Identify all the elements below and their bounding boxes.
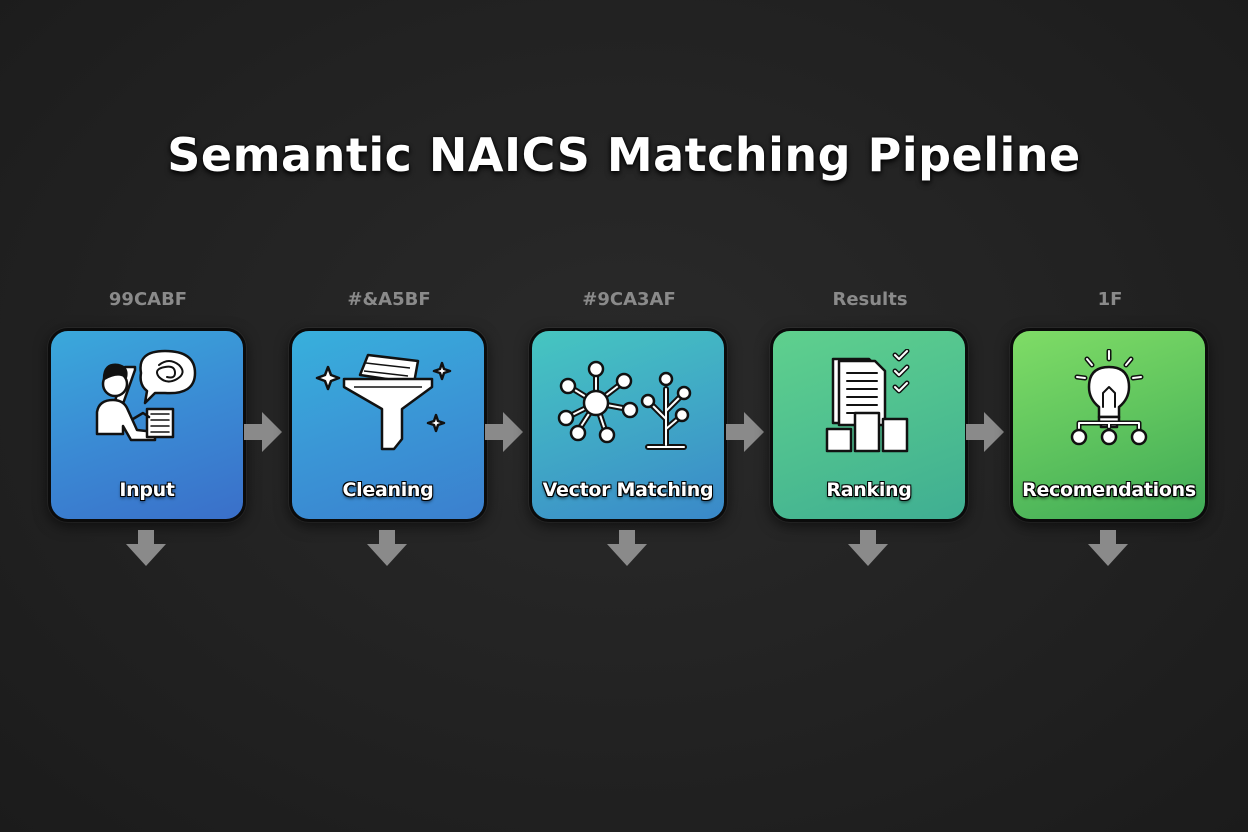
step-label: Cleaning — [342, 479, 434, 501]
step-cleaning: #&A5BF Cleaning — [289, 288, 489, 566]
arrow-down-icon — [607, 530, 647, 566]
step-vector-matching: #9CA3AF Vector Matching — [529, 288, 729, 566]
step-label: Ranking — [826, 479, 912, 501]
arrow-down-icon — [848, 530, 888, 566]
page-title: Semantic NAICS Matching Pipeline — [167, 128, 1081, 182]
step-header: Results — [832, 289, 908, 310]
step-header: #&A5BF — [347, 289, 431, 310]
arrow-right-icon — [244, 412, 282, 452]
network-graph-icon — [557, 360, 692, 450]
step-card[interactable]: Recomendations — [1010, 328, 1208, 522]
step-ranking: Results Ranking — [770, 288, 970, 566]
arrow-down-icon — [367, 530, 407, 566]
step-card[interactable]: Cleaning — [289, 328, 487, 522]
arrow-right-icon — [966, 412, 1004, 452]
documents-chart-icon — [825, 349, 910, 453]
step-header: 1F — [1097, 289, 1123, 310]
lightbulb-icon — [1070, 349, 1148, 446]
funnel-icon — [315, 353, 452, 451]
step-card[interactable]: Ranking — [770, 328, 968, 522]
step-input: 99CABF Input — [48, 288, 248, 566]
step-header: #9CA3AF — [582, 289, 676, 310]
step-label: Recomendations — [1022, 479, 1196, 501]
arrow-down-icon — [126, 530, 166, 566]
step-card[interactable]: Input — [48, 328, 246, 522]
step-label: Vector Matching — [542, 479, 714, 501]
step-label: Input — [119, 479, 175, 501]
step-header: 99CABF — [108, 289, 188, 310]
arrow-right-icon — [726, 412, 764, 452]
step-card[interactable]: Vector Matching — [529, 328, 727, 522]
step-recomendations: 1F Recomendations — [1010, 288, 1210, 566]
person-at-keyboard-icon — [95, 349, 197, 442]
arrow-down-icon — [1088, 530, 1128, 566]
arrow-right-icon — [485, 412, 523, 452]
